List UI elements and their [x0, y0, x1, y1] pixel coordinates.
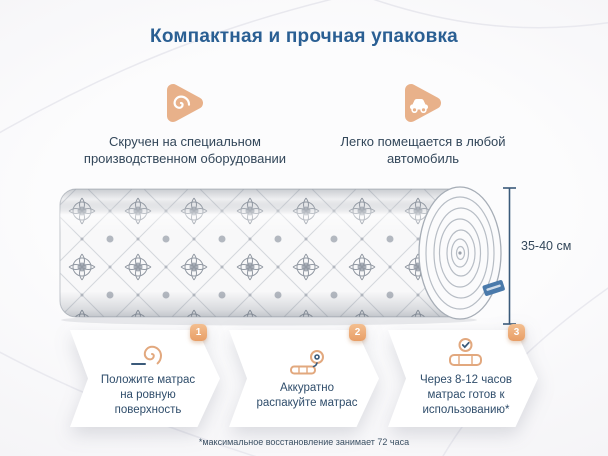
step-2: Аккуратно распакуйте матрас 2 [229, 324, 379, 427]
step-1-text: Положите матрас на ровную поверхность [100, 374, 196, 416]
car-icon [405, 84, 441, 122]
step-3-panel: Через 8-12 часов матрас готов к использо… [388, 330, 538, 427]
height-measurement-label: 35-40 см [521, 239, 572, 253]
feature-production-text: Скручен на специальном производственном … [83, 134, 287, 167]
footnote: *максимальное восстановление занимает 72… [198, 437, 410, 447]
features-row: Скручен на специальном производственном … [67, 80, 541, 167]
step-3: Через 8-12 часов матрас готов к использо… [388, 324, 538, 427]
feature-car-text: Легко помещается в любой автомобиль [340, 134, 506, 167]
step-2-number: 2 [349, 324, 366, 341]
rolled-mattress-image [59, 186, 505, 326]
step-1: Положите матрас на ровную поверхность 1 [70, 324, 220, 427]
feature-car: Легко помещается в любой автомобиль [305, 80, 541, 167]
step-3-text: Через 8-12 часов матрас готов к использо… [419, 374, 513, 416]
page-title: Компактная и прочная упаковка [150, 26, 458, 47]
step-3-number: 3 [508, 324, 525, 341]
feature-production: Скручен на специальном производственном … [67, 80, 303, 167]
brand-tag [482, 280, 505, 296]
step-1-number: 1 [190, 324, 207, 341]
unpacking-mattress-icon [290, 349, 324, 375]
step-2-panel: Аккуратно распакуйте матрас [229, 330, 379, 427]
rolled-mattress-icon [131, 346, 163, 366]
spiral-icon [167, 84, 203, 122]
mattress-ready-icon [449, 338, 482, 367]
step-2-text: Аккуратно распакуйте матрас [256, 381, 358, 409]
mattress-spiral-end [418, 186, 502, 320]
step-1-panel: Положите матрас на ровную поверхность [70, 330, 220, 427]
height-dimension-line [503, 187, 516, 325]
steps-row: Положите матрас на ровную поверхность 1 … [70, 324, 538, 427]
